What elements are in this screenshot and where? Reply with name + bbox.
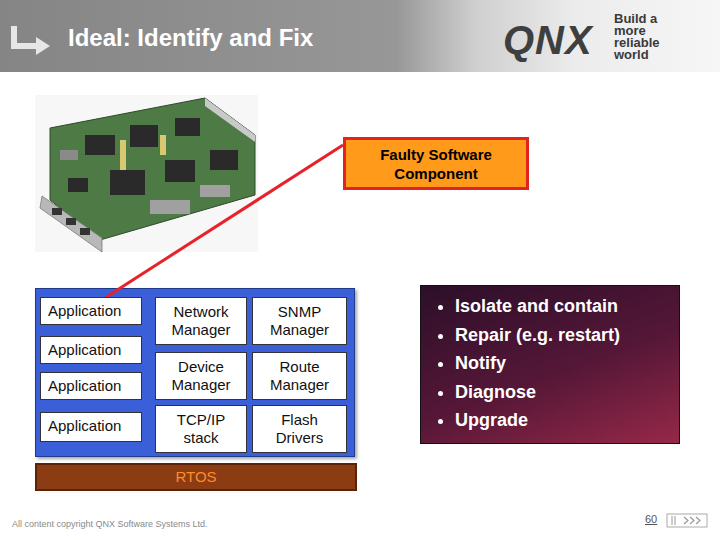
callout-box: Faulty Software Component [343,137,529,190]
bullet-item: Diagnose [455,378,669,407]
circuit-board-photo [35,95,258,252]
application-box: Application [40,297,142,325]
bullet-panel: Isolate and containRepair (e.g. restart)… [420,285,680,444]
component-box: Route Manager [252,352,347,400]
text-group: RTOS [41,468,351,486]
page-number: 60 [645,513,657,525]
rtos-bar: RTOS [35,463,357,491]
component-box: TCP/IP stack [155,405,247,453]
text-group: Application [48,341,137,359]
application-box: Application [40,412,142,442]
bullet-item: Isolate and contain [455,292,669,321]
bullet-item: Repair (e.g. restart) [455,321,669,350]
logo-tagline: Build a more reliable world [614,13,676,61]
component-box: SNMP Manager [252,297,347,345]
company-logo: QNX [503,20,593,60]
text-group: Application [48,377,137,395]
node-label: Application [48,302,137,320]
application-box: Application [40,336,142,364]
application-box: Application [40,372,142,400]
component-box: Device Manager [155,352,247,400]
text-group: Application [48,417,137,435]
node-label: Application [48,377,137,395]
node-label: TCP/IP stack [160,411,242,447]
leader-connector [106,145,343,297]
page-navigation-icon [667,514,707,527]
node-label: Flash Drivers [257,411,342,447]
text-group: Network Manager [160,303,242,339]
node-label: SNMP Manager [257,303,342,339]
text-group: TCP/IP stack [160,411,242,447]
text-group: Application [48,302,137,320]
node-label: Device Manager [160,358,242,394]
node-label: Network Manager [160,303,242,339]
node-label: Faulty Software Component [352,145,520,183]
text-group: Flash Drivers [257,411,342,447]
node-label: RTOS [41,468,351,486]
text-group: Device Manager [160,358,242,394]
slide-title: Ideal: Identify and Fix [68,24,313,52]
bullet-list: Isolate and containRepair (e.g. restart)… [431,292,669,435]
component-box: Flash Drivers [252,405,347,453]
bullet-item: Notify [455,349,669,378]
copyright-note: All content copyright QNX Software Syste… [12,519,208,529]
bullet-item: Upgrade [455,406,669,435]
node-label: Application [48,417,137,435]
text-group: SNMP Manager [257,303,342,339]
component-box: Network Manager [155,297,247,345]
text-group: Route Manager [257,358,342,394]
node-label: Application [48,341,137,359]
header-arrow-icon [14,26,50,55]
text-group: Faulty Software Component [352,145,520,183]
node-label: Route Manager [257,358,342,394]
